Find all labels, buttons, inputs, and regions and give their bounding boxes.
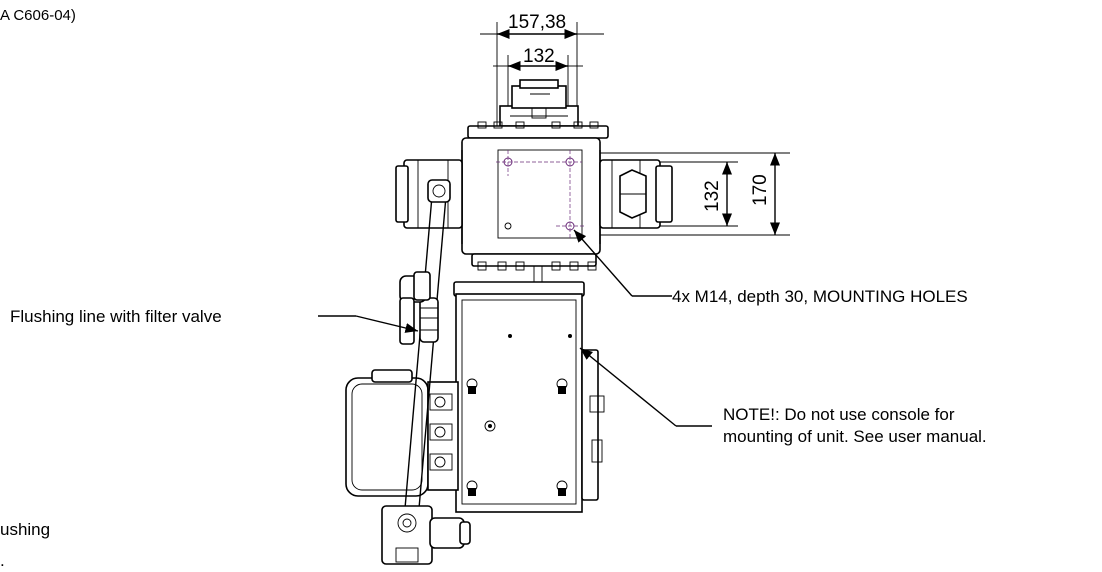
dim-top-inner: 132 bbox=[523, 46, 555, 67]
doc-ref-fragment: A C606-04) bbox=[0, 7, 76, 24]
callout-leaders bbox=[318, 229, 712, 427]
dim-side-inner: 132 bbox=[702, 180, 723, 212]
cut-off-label-dot: . bbox=[0, 551, 5, 570]
callout-note-line2: mounting of unit. See user manual. bbox=[723, 427, 987, 446]
callout-flushing-line: Flushing line with filter valve bbox=[10, 307, 222, 326]
cut-off-label-fragment: ushing bbox=[0, 520, 50, 539]
dim-top-outer: 157,38 bbox=[508, 12, 566, 33]
unit-outline bbox=[345, 79, 673, 565]
top-dimensions bbox=[480, 22, 604, 128]
callout-note-line1: NOTE!: Do not use console for bbox=[723, 405, 955, 424]
mounting-hole-marks bbox=[496, 150, 584, 238]
dim-side-outer: 170 bbox=[750, 174, 771, 206]
callout-mounting-holes: 4x M14, depth 30, MOUNTING HOLES bbox=[672, 287, 968, 306]
